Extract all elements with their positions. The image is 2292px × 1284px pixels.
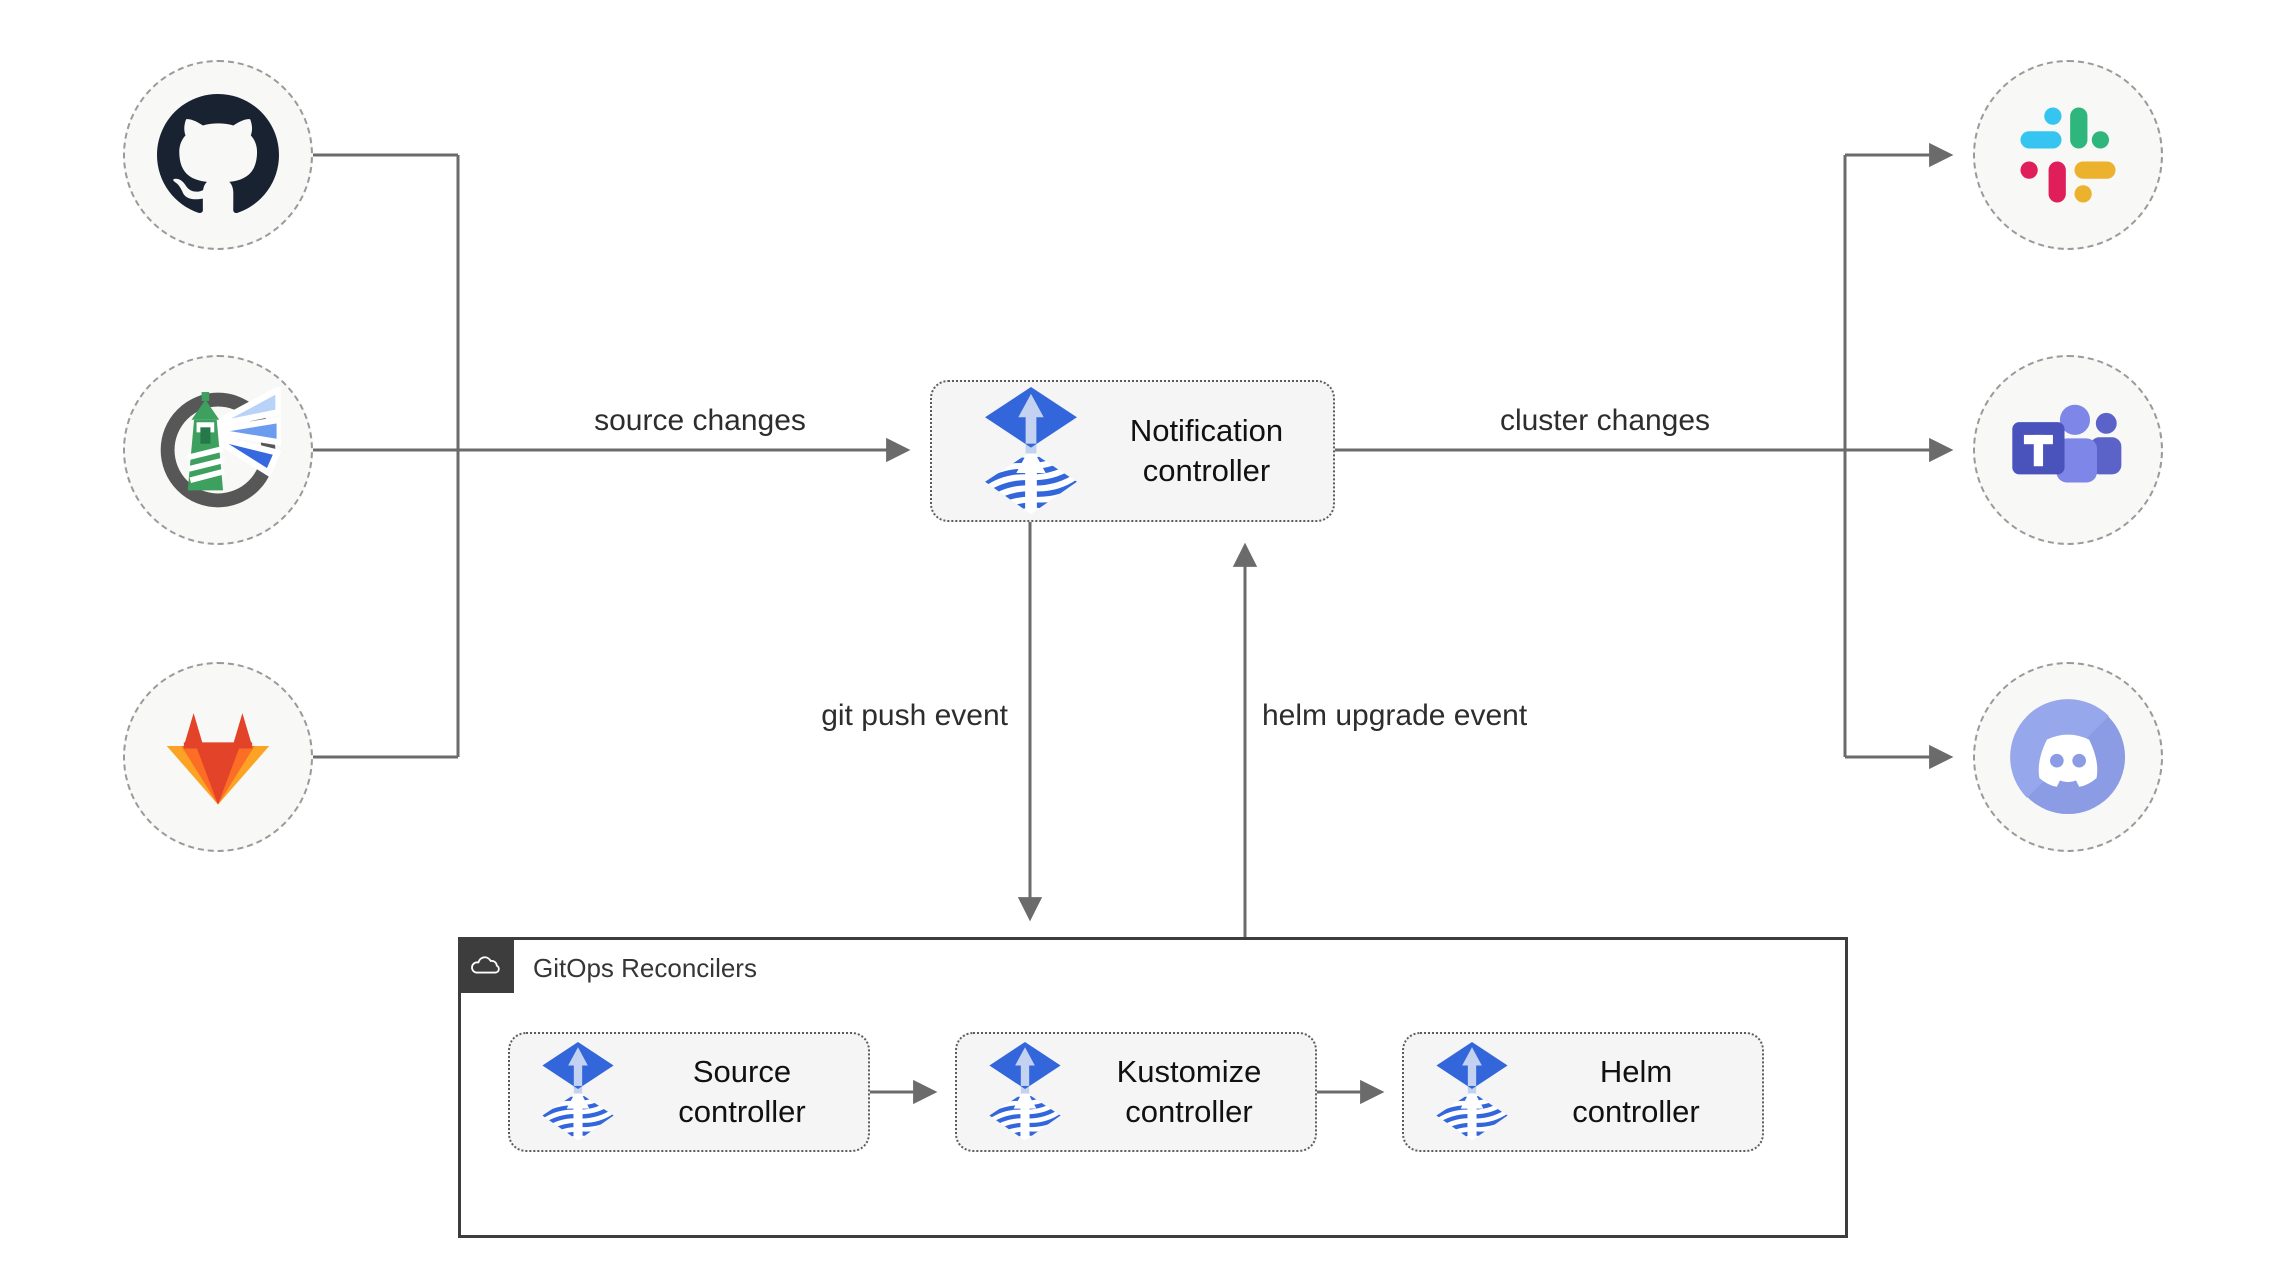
gitops-reconcilers-group: GitOps Reconcilers: [458, 937, 1848, 1238]
notification-controller-label: Notification controller: [1080, 411, 1333, 491]
node-gitlab: [123, 662, 313, 852]
edge-label-git-push-event: git push event: [821, 699, 1008, 732]
node-notification-controller: Notification controller: [930, 380, 1335, 522]
harbor-icon: [155, 387, 281, 513]
gitops-group-label: GitOps Reconcilers: [533, 953, 757, 983]
node-harbor: [123, 355, 313, 545]
source-controller-label-line2: controller: [678, 1094, 806, 1129]
teams-icon: [2010, 392, 2126, 508]
edge-label-helm-upgrade-event: helm upgrade event: [1262, 699, 1528, 732]
node-helm-controller: Helm controller: [1402, 1032, 1764, 1152]
flux-icon: [982, 387, 1080, 516]
node-slack: [1973, 60, 2163, 250]
kustomize-controller-label-line1: Kustomize: [1116, 1054, 1262, 1089]
helm-controller-label-line2: controller: [1572, 1094, 1700, 1129]
notification-controller-label-line2: controller: [1142, 453, 1271, 488]
node-source-controller: Source controller: [508, 1032, 870, 1152]
cloud-icon: [468, 952, 504, 978]
node-discord: [1973, 662, 2163, 852]
gitlab-icon: [157, 702, 279, 812]
edge-label-cluster-changes: cluster changes: [1499, 404, 1711, 437]
flux-icon: [540, 1042, 616, 1142]
node-teams: [1973, 355, 2163, 545]
node-kustomize-controller: Kustomize controller: [955, 1032, 1317, 1152]
slack-icon: [2014, 101, 2122, 209]
edge-label-source-changes: source changes: [594, 404, 806, 437]
flux-icon: [1434, 1042, 1510, 1142]
source-controller-label: Source controller: [616, 1052, 868, 1132]
kustomize-controller-label: Kustomize controller: [1063, 1052, 1315, 1132]
edge-left-bus: [313, 153, 460, 759]
source-controller-label-line1: Source: [692, 1054, 792, 1089]
discord-icon: [2006, 695, 2130, 819]
node-github: [123, 60, 313, 250]
github-icon: [157, 94, 279, 216]
kustomize-controller-label-line2: controller: [1125, 1094, 1253, 1129]
notification-controller-label-line1: Notification: [1129, 413, 1284, 448]
gitops-group-tab: [458, 937, 514, 993]
flux-icon: [987, 1042, 1063, 1142]
helm-controller-label-line1: Helm: [1599, 1054, 1673, 1089]
helm-controller-label: Helm controller: [1510, 1052, 1762, 1132]
